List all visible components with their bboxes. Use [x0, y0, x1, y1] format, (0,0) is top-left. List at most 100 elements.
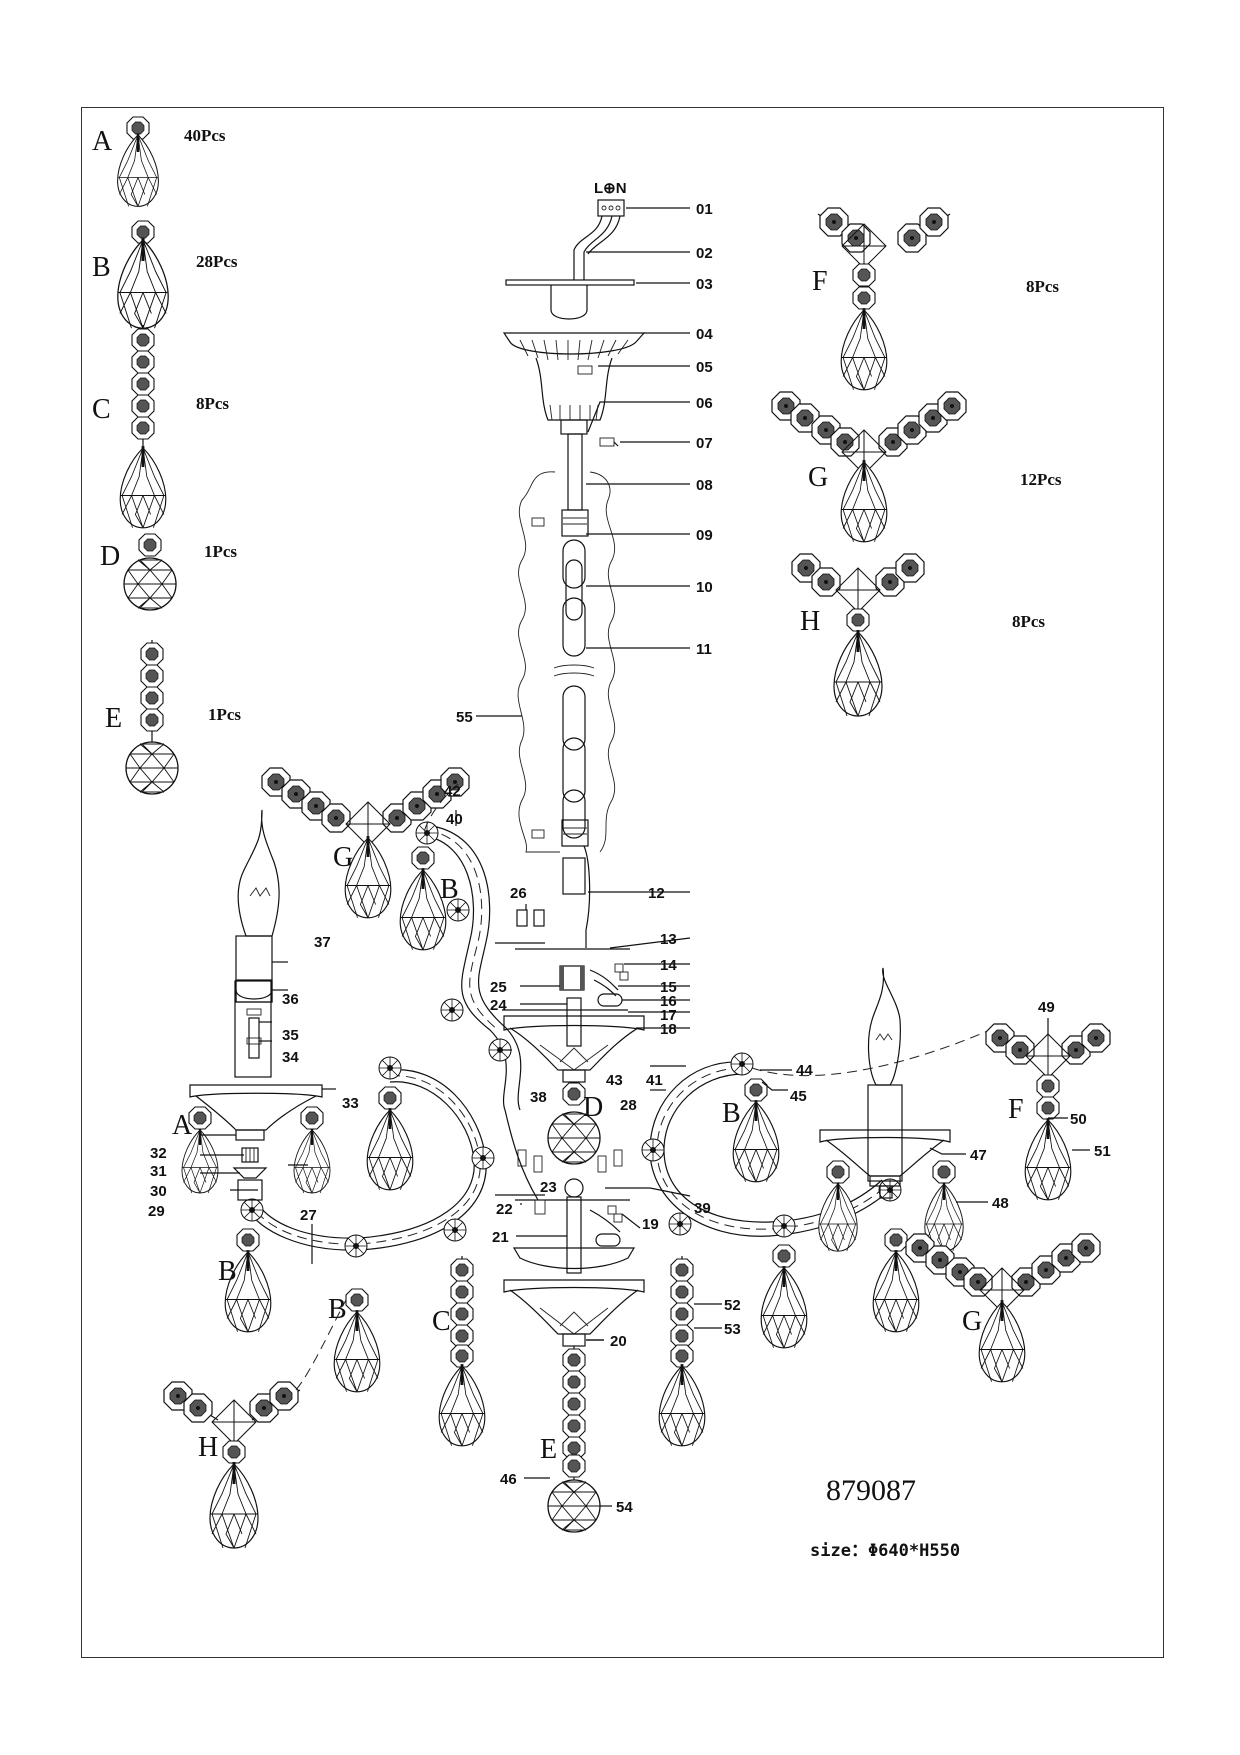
callout-08: 08 [696, 477, 713, 494]
legend-qty-c: 8Pcs [196, 394, 229, 413]
legend-qty-b: 28Pcs [196, 252, 238, 271]
callout-39: 39 [694, 1200, 711, 1217]
diagram-letter-g-right: G [962, 1306, 982, 1337]
callout-27: 27 [300, 1207, 317, 1224]
legend-qty-f: 8Pcs [1026, 277, 1059, 296]
diagram-letter-b-low-left: B [218, 1256, 237, 1287]
callout-18: 18 [660, 1021, 677, 1038]
callout-03: 03 [696, 276, 713, 293]
callout-52: 52 [724, 1297, 741, 1314]
diagram-letter-b-low-mid: B [328, 1294, 347, 1325]
callout-46: 46 [500, 1471, 517, 1488]
callout-48: 48 [992, 1195, 1009, 1212]
callout-55: 55 [456, 709, 473, 726]
legend-letter-e: E [105, 703, 122, 734]
legend-item-a: A 40Pcs [92, 116, 226, 208]
callout-17: 17 [660, 1007, 677, 1024]
callout-13: 13 [660, 931, 677, 948]
diagram-letter-d: D [583, 1092, 603, 1123]
callout-06: 06 [696, 395, 713, 412]
arms [189, 809, 951, 1258]
callout-05: 05 [696, 359, 713, 376]
diagram-letter-f: F [1008, 1094, 1024, 1125]
callout-45: 45 [790, 1088, 807, 1105]
legend-item-f: F 8Pcs [812, 207, 1059, 392]
diagram-letter-c: C [432, 1306, 451, 1337]
callout-43: 43 [606, 1072, 623, 1089]
callout-labels: 01 02 03 04 05 06 07 08 09 10 11 12 13 1… [148, 201, 1111, 1516]
body-assembly: D E [495, 909, 650, 1533]
legend-letter-c: C [92, 394, 111, 425]
legend-qty-d: 1Pcs [204, 542, 237, 561]
callout-29: 29 [148, 1203, 165, 1220]
callout-25: 25 [490, 979, 507, 996]
legend-letter-b: B [92, 252, 111, 283]
callout-leaders [200, 207, 1090, 1507]
callout-12: 12 [648, 885, 665, 902]
callout-33: 33 [342, 1095, 359, 1112]
callout-24: 24 [490, 997, 507, 1014]
legend-item-c: C 8Pcs [92, 325, 229, 530]
legend-letter-d: D [100, 541, 120, 572]
canopy-assembly: L⊕N [502, 180, 646, 948]
legend-qty-g: 12Pcs [1020, 470, 1062, 489]
callout-47: 47 [970, 1147, 987, 1164]
callout-11: 11 [696, 641, 712, 658]
callout-16: 16 [660, 993, 677, 1010]
legend-item-b: B 28Pcs [92, 220, 238, 330]
diagram-letter-g-left: G [333, 842, 353, 873]
callout-01: 01 [696, 201, 713, 218]
callout-09: 09 [696, 527, 713, 544]
callout-42: 42 [444, 783, 461, 800]
callout-40: 40 [446, 811, 463, 828]
callout-50: 50 [1070, 1111, 1087, 1128]
diagram-letter-b-arm: B [440, 874, 459, 905]
callout-22: 22 [496, 1201, 513, 1218]
callout-41: 41 [646, 1072, 663, 1089]
callout-21: 21 [492, 1229, 509, 1246]
legend-item-e: E 1Pcs [105, 640, 241, 795]
callout-19: 19 [642, 1216, 659, 1233]
model-number: 879087 [826, 1474, 916, 1507]
callout-04: 04 [696, 326, 713, 343]
legend-letter-g: G [808, 462, 828, 493]
legend-letter-h: H [800, 606, 820, 637]
diagram-letter-h: H [198, 1432, 218, 1463]
callout-15: 15 [660, 979, 677, 996]
callout-49: 49 [1038, 999, 1055, 1016]
callout-14: 14 [660, 957, 677, 974]
callout-30: 30 [150, 1183, 167, 1200]
callout-36: 36 [282, 991, 299, 1008]
legend-qty-h: 8Pcs [1012, 612, 1045, 631]
drawing-border [81, 107, 1164, 1658]
callout-32: 32 [150, 1145, 167, 1162]
assembly-crystals: G B A B B C H [163, 767, 1111, 1550]
callout-54: 54 [616, 1499, 633, 1516]
wiring-label: L⊕N [594, 180, 627, 197]
legend-item-g: G 12Pcs [771, 391, 1062, 544]
callout-28: 28 [620, 1097, 637, 1114]
callout-20: 20 [610, 1333, 627, 1350]
diagram-letter-e: E [540, 1434, 557, 1465]
callout-10: 10 [696, 579, 713, 596]
size-spec: size：Φ640*H550 [810, 1541, 960, 1561]
callout-51: 51 [1094, 1143, 1111, 1160]
legend-item-h: H 8Pcs [791, 553, 1045, 718]
legend-qty-e: 1Pcs [208, 705, 241, 724]
callout-02: 02 [696, 245, 713, 262]
callout-37: 37 [314, 934, 331, 951]
legend-letter-a: A [92, 126, 113, 157]
callout-23: 23 [540, 1179, 557, 1196]
callout-34: 34 [282, 1049, 299, 1066]
callout-35: 35 [282, 1027, 299, 1044]
callout-53: 53 [724, 1321, 741, 1338]
legend-item-d: D 1Pcs [100, 533, 237, 611]
diagram-letter-a: A [172, 1110, 193, 1141]
diagram-letter-b-right: B [722, 1098, 741, 1129]
callout-44: 44 [796, 1062, 813, 1079]
legend-qty-a: 40Pcs [184, 126, 226, 145]
callout-38: 38 [530, 1089, 547, 1106]
callout-26: 26 [510, 885, 527, 902]
callout-31: 31 [150, 1163, 167, 1180]
